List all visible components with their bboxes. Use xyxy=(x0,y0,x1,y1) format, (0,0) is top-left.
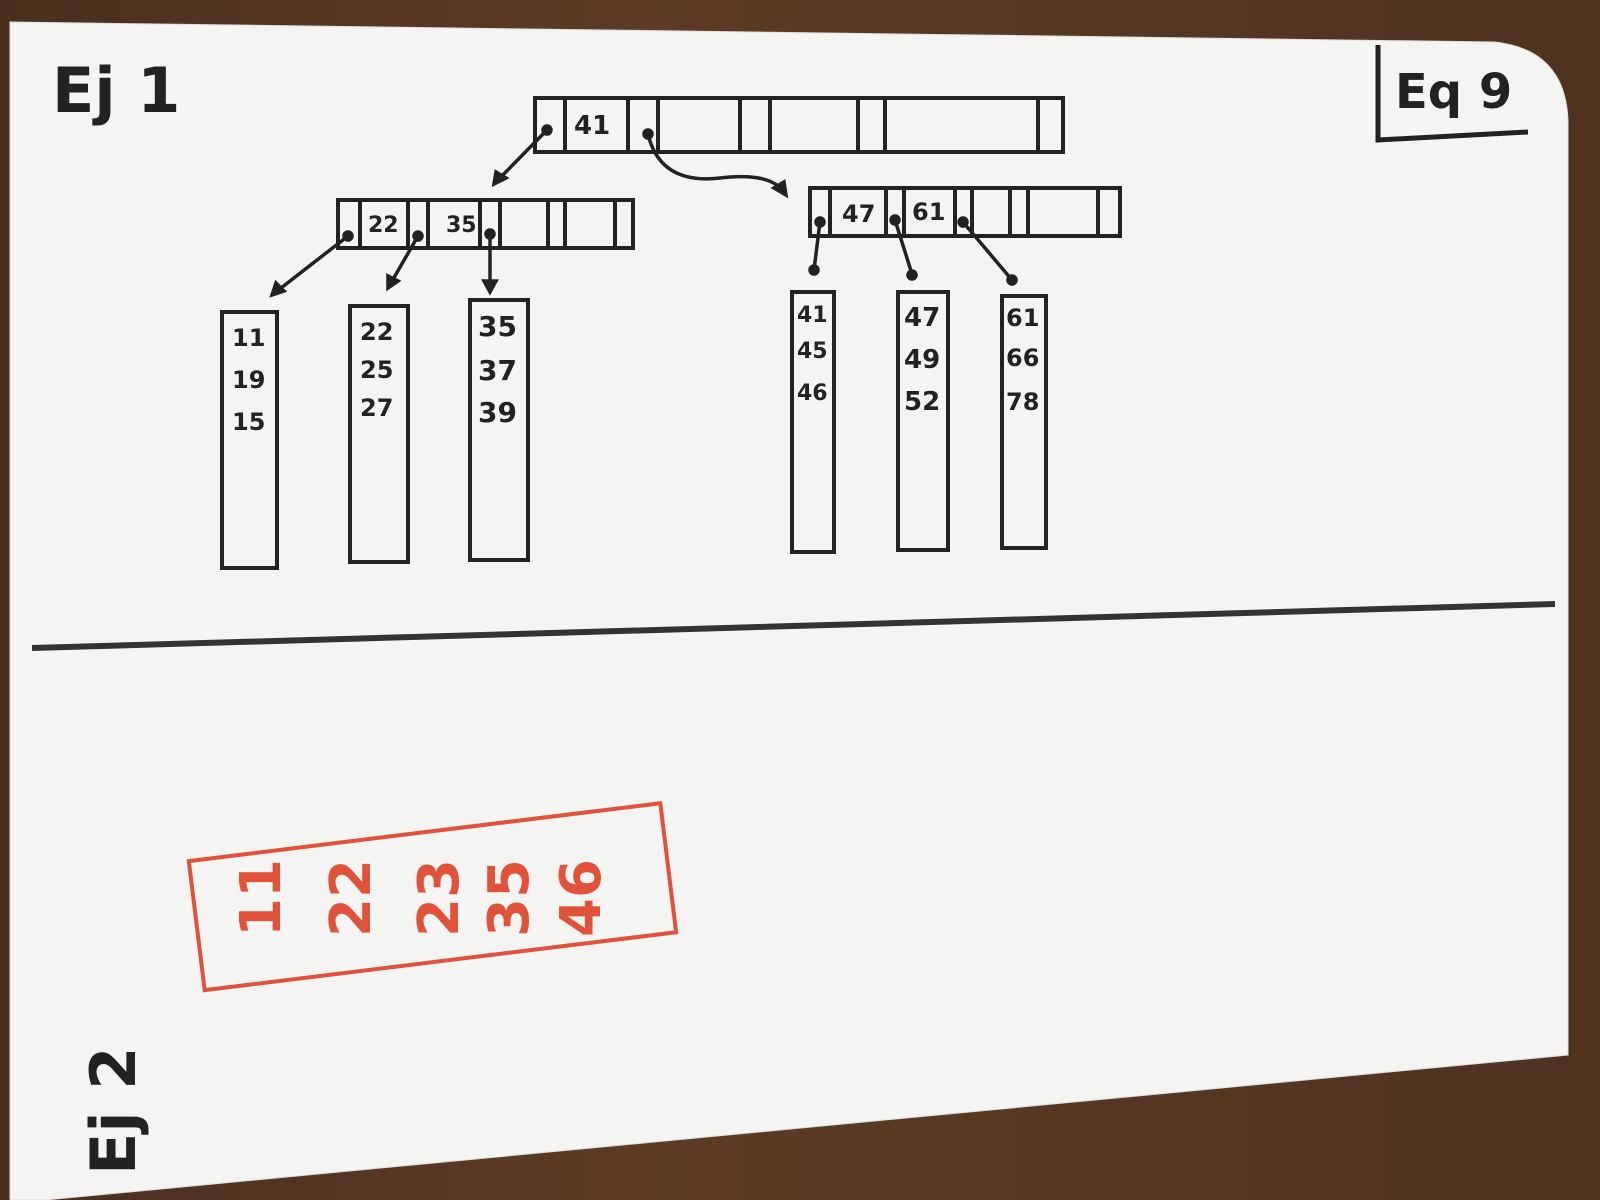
leaf-0-value-2: 15 xyxy=(232,408,265,436)
leaf-4-value-2: 52 xyxy=(904,387,940,417)
internal-right-key-1: 61 xyxy=(912,198,945,226)
leaf-node-0: 11 19 15 xyxy=(220,310,279,570)
leaf-node-5: 61 66 78 xyxy=(1000,294,1048,550)
leaf-5-value-1: 66 xyxy=(1006,344,1039,372)
internal-node-left xyxy=(336,198,635,250)
leaf-3-value-1: 45 xyxy=(797,339,828,364)
internal-left-pointers xyxy=(269,228,499,298)
leaf-2-value-1: 37 xyxy=(478,354,517,387)
section-divider xyxy=(31,601,1556,651)
ex2-value-0: 11 xyxy=(229,859,294,937)
leaf-3-value-0: 41 xyxy=(797,303,828,328)
internal-left-key-1: 35 xyxy=(446,213,477,238)
leaf-2-value-0: 35 xyxy=(478,310,517,343)
exercise-2-label: Ej 2 xyxy=(77,1047,150,1175)
internal-node-right xyxy=(808,186,1122,238)
ex2-value-3: 35 xyxy=(477,859,542,937)
exercise-2-box: 11 22 23 35 46 xyxy=(186,801,679,993)
ex2-value-4: 46 xyxy=(549,859,614,937)
team-label: Eq 9 xyxy=(1395,64,1512,120)
root-key-0: 41 xyxy=(574,111,610,141)
leaf-4-value-0: 47 xyxy=(904,303,940,333)
exercise-1-label: Ej 1 xyxy=(52,54,180,127)
leaf-2-value-2: 39 xyxy=(478,396,517,429)
leaf-1-value-1: 25 xyxy=(360,356,393,384)
ex2-value-2: 23 xyxy=(407,859,472,937)
internal-right-key-0: 47 xyxy=(842,200,875,228)
leaf-4-value-1: 49 xyxy=(904,345,940,375)
team-box: Eq 9 xyxy=(1375,45,1529,143)
leaf-5-value-2: 78 xyxy=(1006,388,1039,416)
leaf-node-1: 22 25 27 xyxy=(348,304,410,564)
leaf-node-4: 47 49 52 xyxy=(896,290,950,552)
internal-right-pointers xyxy=(808,214,1018,286)
paper-background xyxy=(9,21,1569,1200)
leaf-0-value-0: 11 xyxy=(232,324,265,352)
leaf-0-value-1: 19 xyxy=(232,366,265,394)
leaf-node-2: 35 37 39 xyxy=(468,298,530,562)
leaf-1-value-0: 22 xyxy=(360,318,393,346)
leaf-5-value-0: 61 xyxy=(1006,304,1039,332)
leaf-1-value-2: 27 xyxy=(360,394,393,422)
root-node xyxy=(533,96,1065,154)
ex2-value-1: 22 xyxy=(319,859,384,937)
leaf-node-3: 41 45 46 xyxy=(790,290,836,554)
root-pointers xyxy=(491,124,789,199)
internal-left-key-0: 22 xyxy=(368,213,399,238)
leaf-3-value-2: 46 xyxy=(797,381,828,406)
